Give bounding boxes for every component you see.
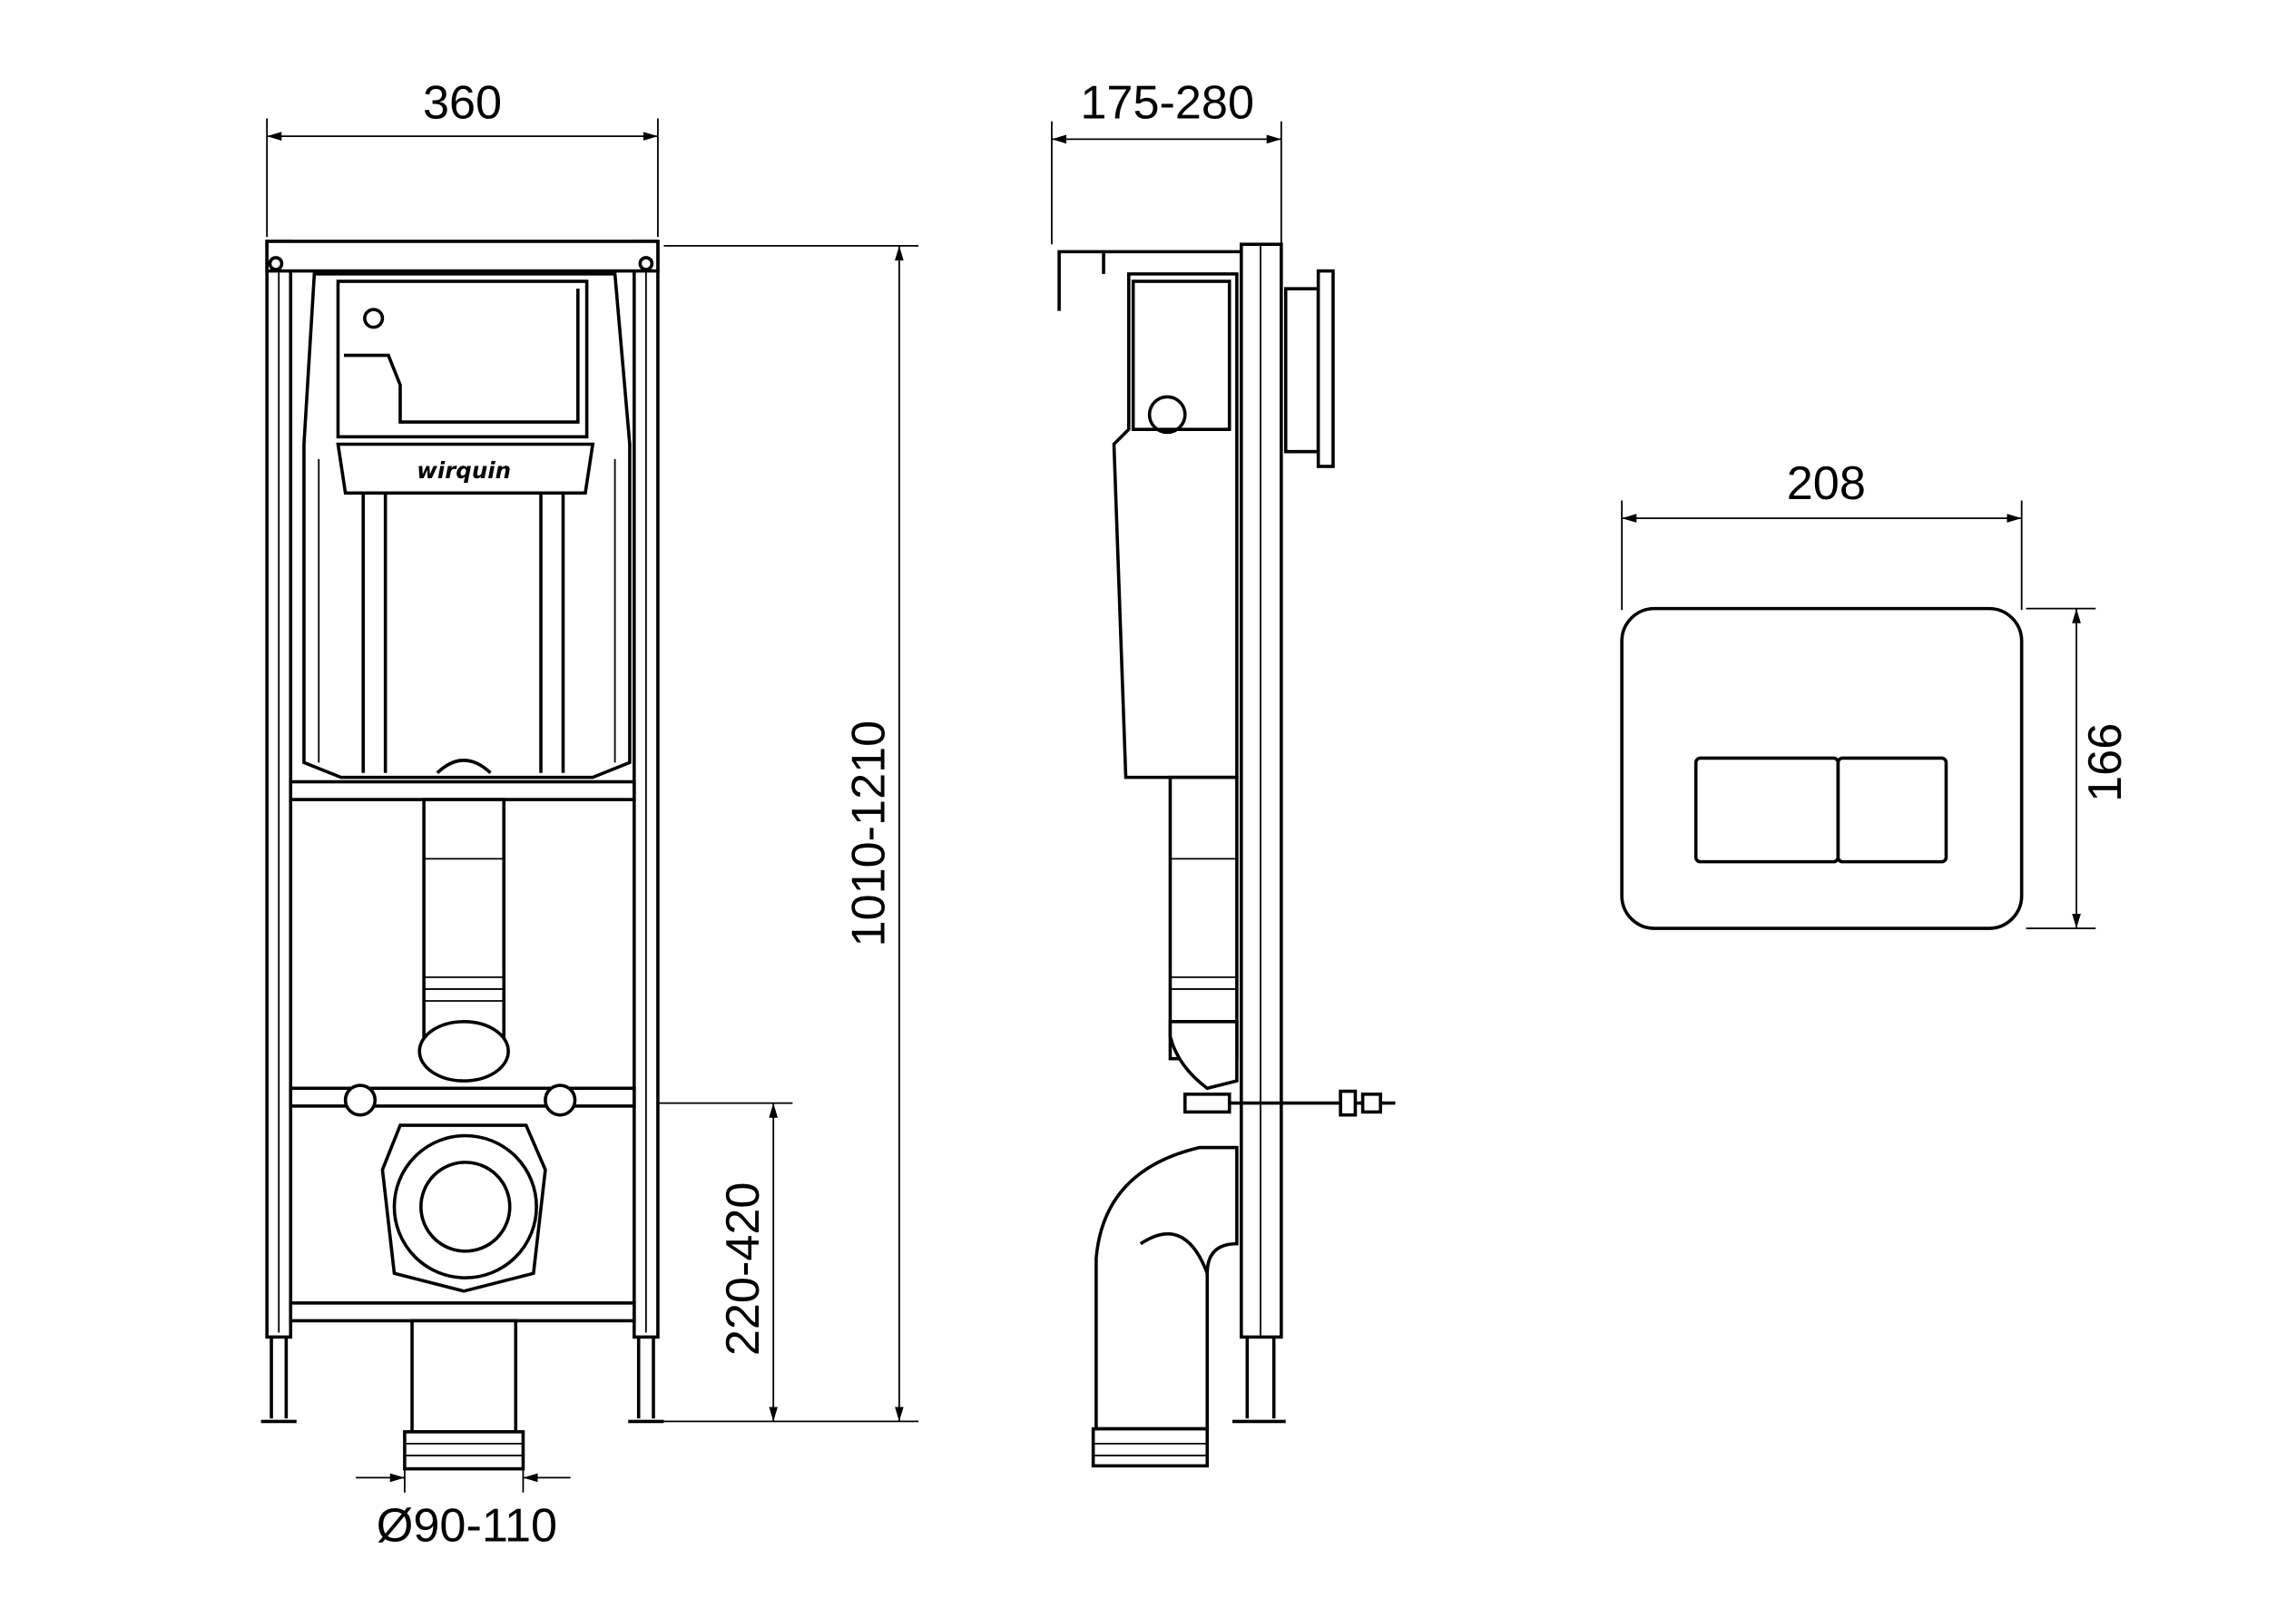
cistern: wirquin <box>302 272 632 779</box>
side-view: 175-280 <box>1051 77 1396 1468</box>
full-flush-button <box>1836 756 1948 864</box>
flush-pipe <box>417 798 510 1083</box>
outlet-height-label: 220-420 <box>717 1182 770 1357</box>
depth-label: 175-280 <box>1080 77 1254 130</box>
outlet-diameter-label: Ø90-110 <box>377 1500 557 1553</box>
width-label: 360 <box>423 77 502 130</box>
plate-width-dimension: 208 <box>1621 457 2023 611</box>
bolt <box>1182 1089 1396 1117</box>
pan-connector <box>343 1083 577 1293</box>
frame <box>260 240 664 1424</box>
front-view: wirquin 360 <box>260 77 919 1553</box>
plate-height-label: 166 <box>2079 723 2132 802</box>
height-label: 1010-1210 <box>843 721 896 947</box>
plate-width-label: 208 <box>1787 457 1866 510</box>
outlet-pipe <box>403 1319 525 1471</box>
outlet-diameter-dimension: Ø90-110 <box>356 1466 571 1553</box>
plate-height-dimension: 166 <box>2026 607 2132 929</box>
flush-plate: 208 166 <box>1620 457 2132 930</box>
brand-logo: wirquin <box>417 457 511 484</box>
depth-dimension: 175-280 <box>1051 77 1282 245</box>
height-dimension: 1010-1210 <box>663 244 919 1423</box>
outlet-height-dimension: 220-420 <box>657 1102 793 1422</box>
width-dimension: 360 <box>266 77 659 238</box>
half-flush-button <box>1693 756 1840 864</box>
